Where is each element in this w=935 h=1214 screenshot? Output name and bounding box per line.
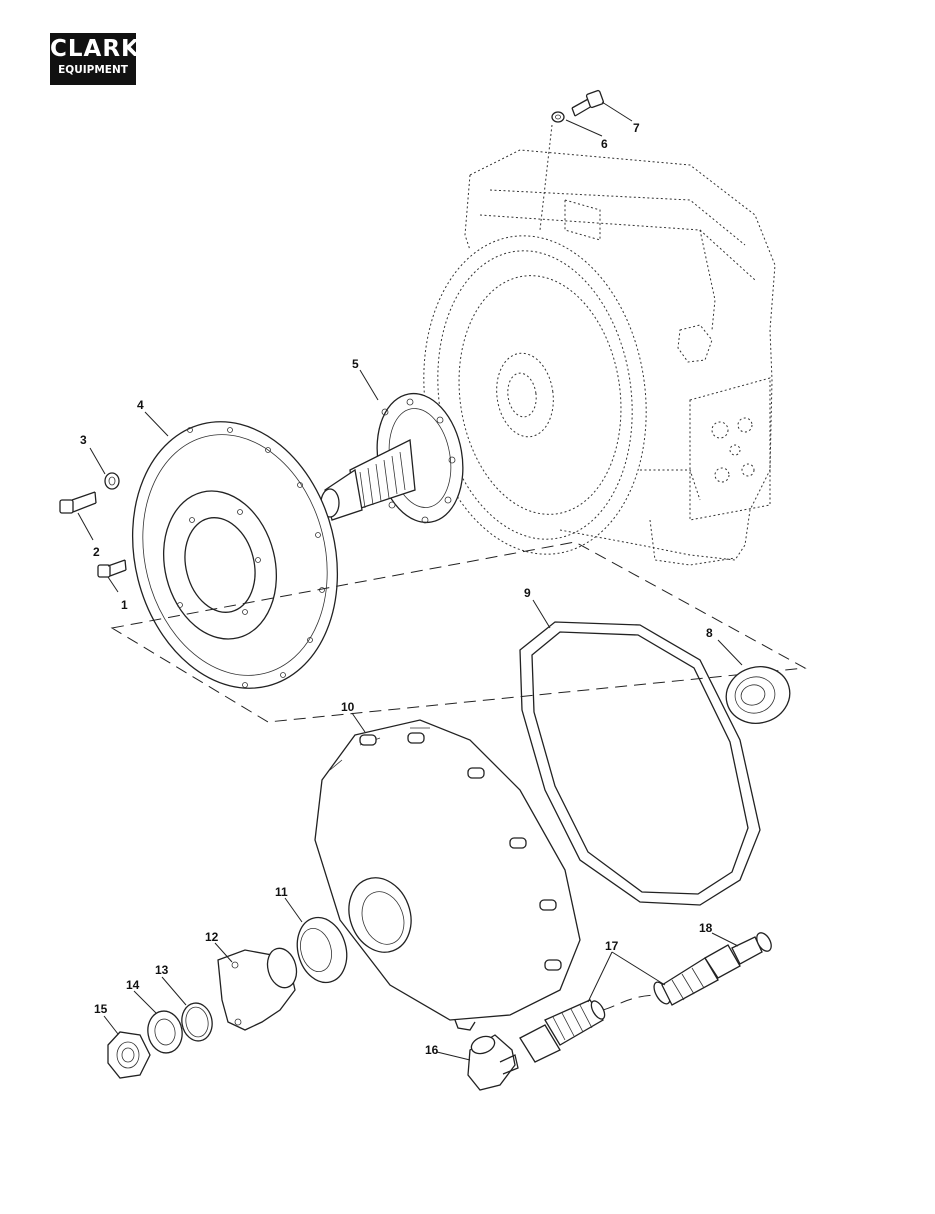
transmission-housing <box>423 149 776 566</box>
callout-7: 7 <box>633 121 640 135</box>
callout-17: 17 <box>605 939 619 953</box>
callout-11: 11 <box>275 885 288 899</box>
nut-part-15 <box>107 1031 151 1079</box>
callout-16: 16 <box>425 1043 439 1057</box>
shaft-flange-part-5 <box>320 392 464 524</box>
seal-part-11 <box>296 916 348 984</box>
callout-10: 10 <box>341 700 355 714</box>
callout-1: 1 <box>121 598 128 612</box>
bolt-part-2 <box>59 491 97 514</box>
callout-18: 18 <box>699 921 713 935</box>
callout-14: 14 <box>126 978 140 992</box>
logo-line-1: CLARK <box>50 36 140 62</box>
callout-5: 5 <box>352 357 359 371</box>
gasket-part-9 <box>519 621 761 906</box>
logo-line-2: EQUIPMENT <box>58 64 128 76</box>
assembly-dashed-line <box>110 541 807 723</box>
flexplate-part-4 <box>131 421 339 689</box>
elbow-fitting-part-16 <box>467 1034 519 1091</box>
yoke-part-12 <box>217 947 298 1031</box>
callout-3: 3 <box>80 433 87 447</box>
callout-labels: 1 2 3 4 5 6 7 8 9 10 11 12 13 14 15 16 1… <box>80 121 713 1057</box>
callout-leaders <box>77 101 743 1061</box>
ring-part-13 <box>181 1002 213 1042</box>
clark-equipment-logo: CLARK EQUIPMENT <box>50 33 140 85</box>
callout-12: 12 <box>205 930 219 944</box>
washer-part-6 <box>539 111 565 231</box>
callout-8: 8 <box>706 626 713 640</box>
callout-4: 4 <box>137 398 144 412</box>
hose-assembly-part-17 <box>519 957 719 1063</box>
callout-9: 9 <box>524 586 531 600</box>
callout-15: 15 <box>94 1002 108 1016</box>
adapter-fitting-part-18 <box>704 932 772 979</box>
washer-part-14 <box>147 1010 183 1054</box>
callout-13: 13 <box>155 963 169 977</box>
callout-6: 6 <box>601 137 608 151</box>
cover-part-10 <box>314 719 581 1031</box>
bearing-part-8 <box>725 666 791 724</box>
callout-2: 2 <box>93 545 100 559</box>
bolt-part-1 <box>97 559 127 578</box>
washer-part-3 <box>104 472 120 490</box>
bolt-part-7 <box>571 89 605 117</box>
